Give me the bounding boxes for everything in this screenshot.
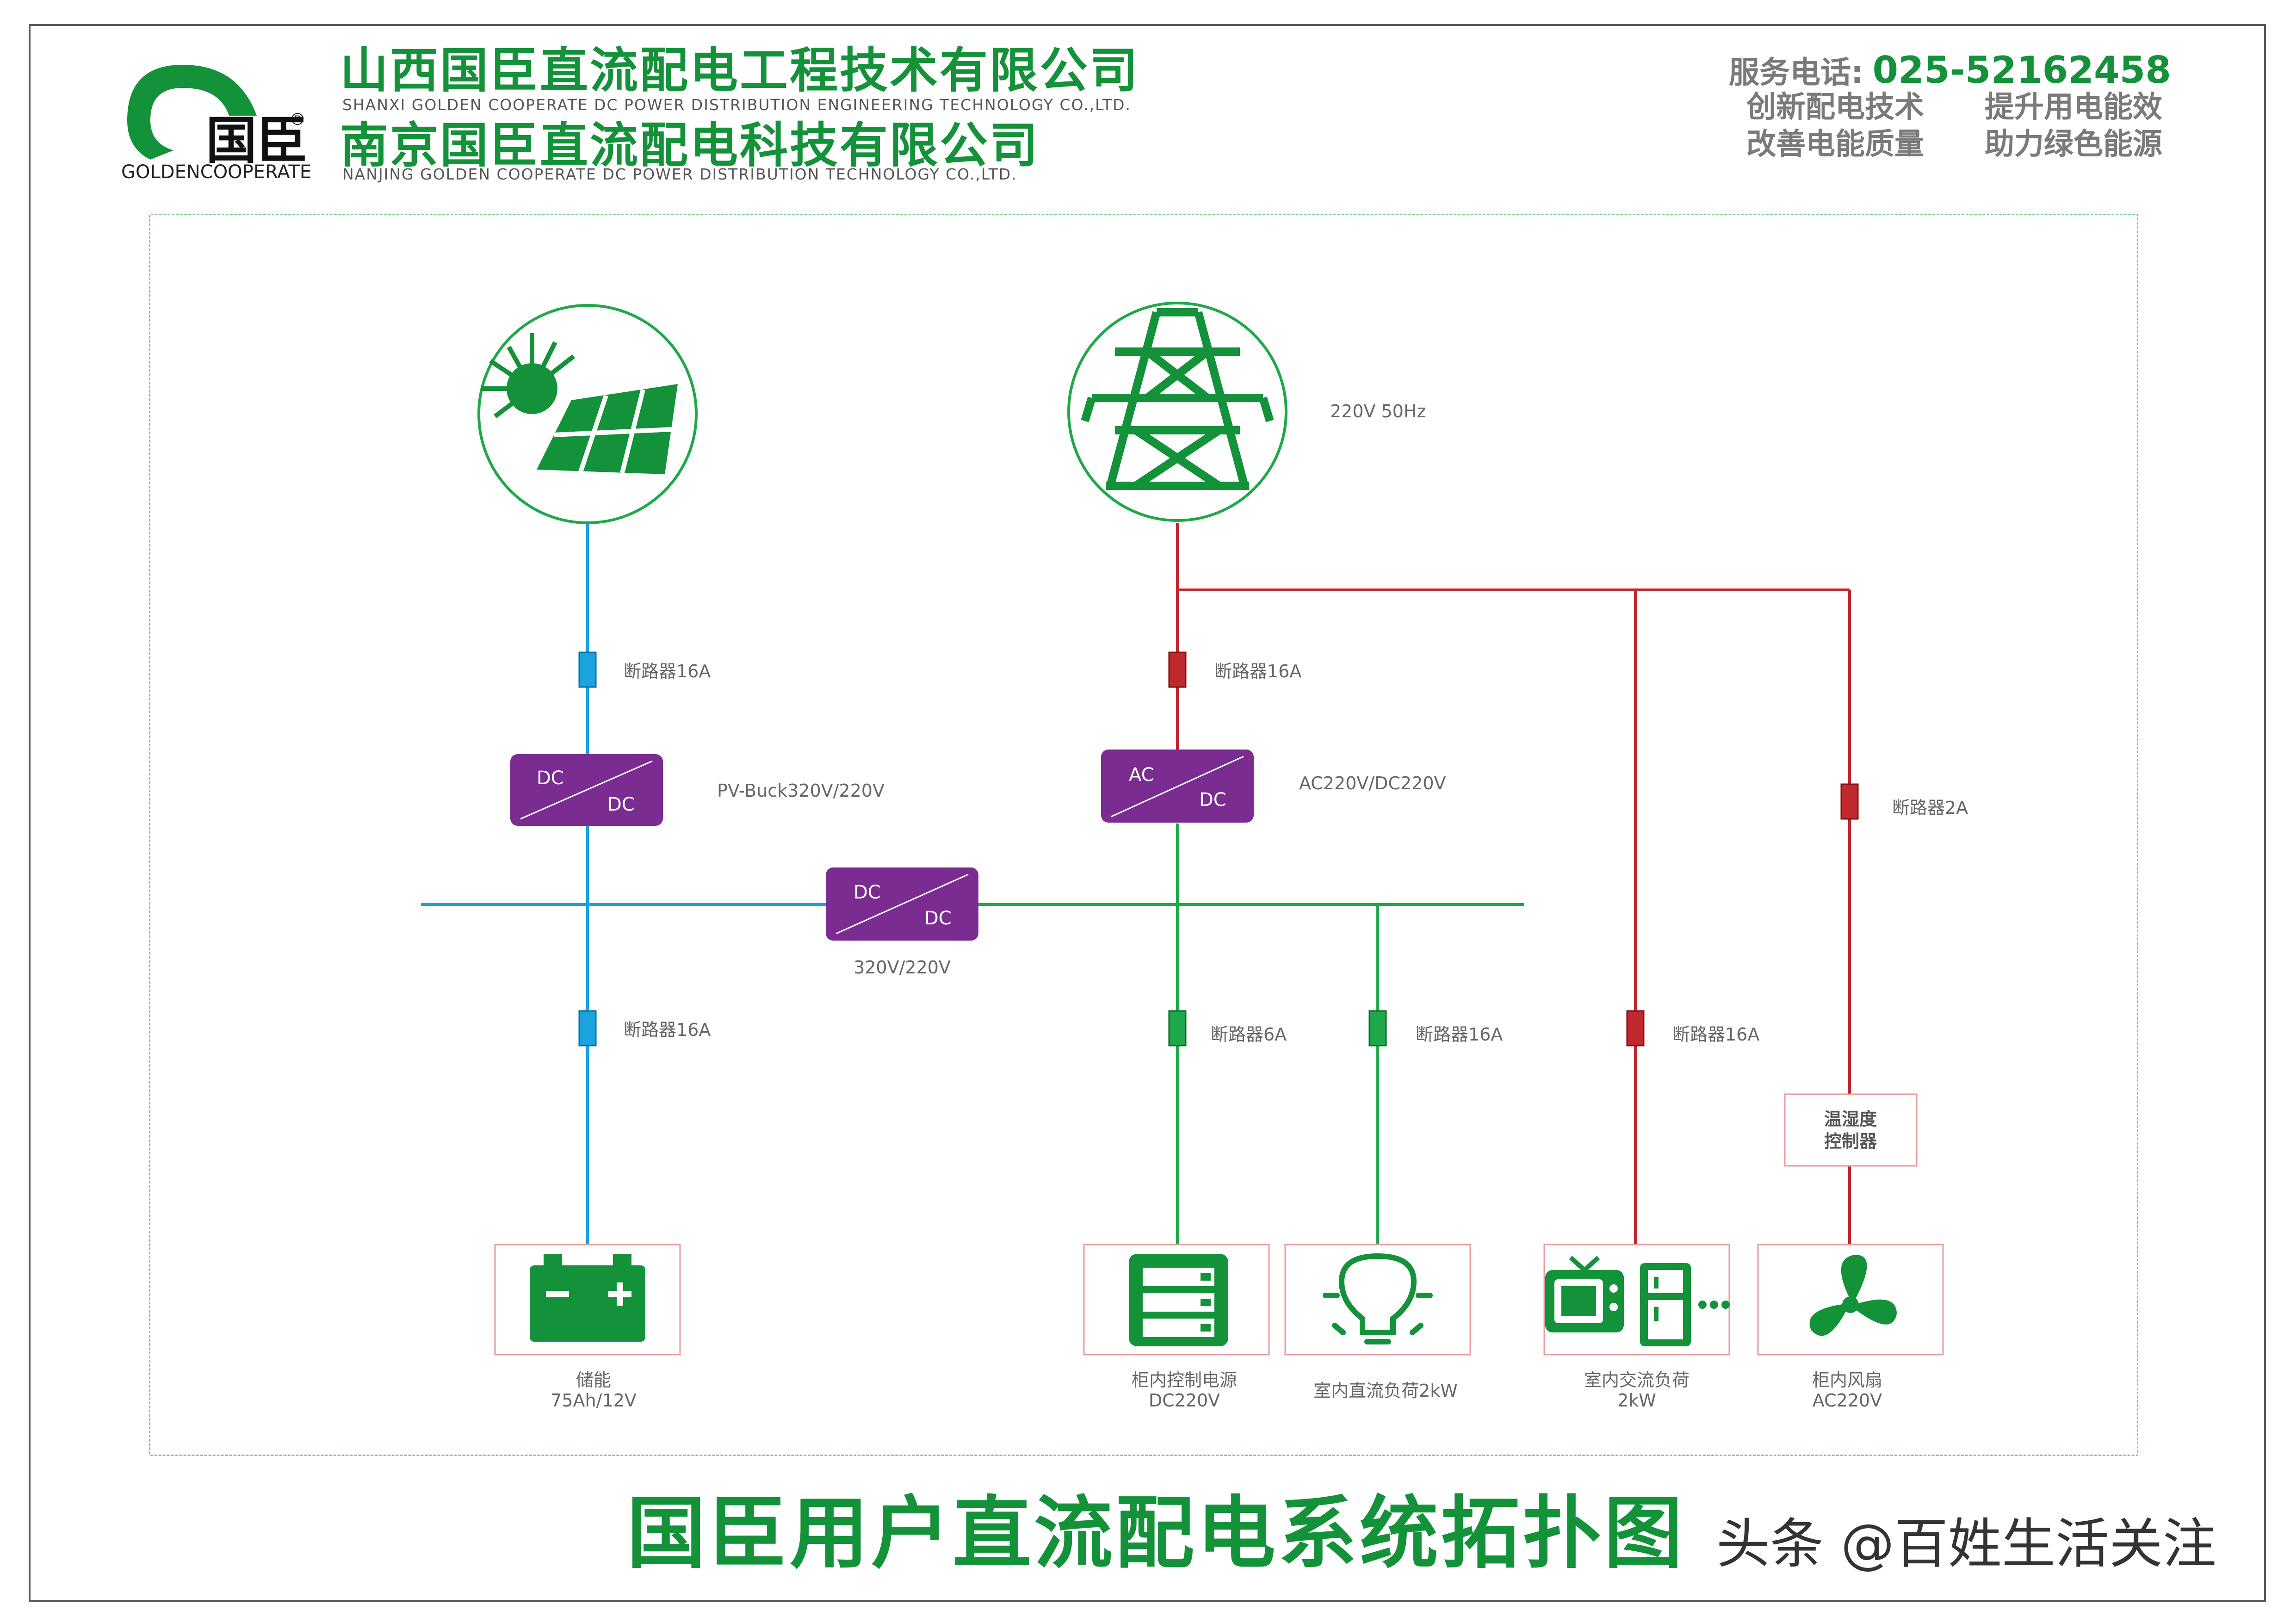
service-hotline: 服务电话: 025-52162458 [1729, 52, 2171, 89]
svg-text:DC: DC [607, 794, 635, 815]
svg-text:DC: DC [924, 908, 952, 929]
battery-label: 储能 75Ah/12V [551, 1370, 637, 1411]
battery-name: 储能 [576, 1370, 611, 1390]
svg-text:温湿度: 温湿度 [1824, 1109, 1877, 1129]
svg-text:®: ® [289, 110, 306, 129]
logo-english: GOLDENCOOPERATE [121, 161, 312, 183]
ac-load-breaker-label: 断路器16A [1672, 1024, 1760, 1045]
ac-load-name: 室内交流负荷 [1584, 1370, 1690, 1390]
fan-spec: AC220V [1812, 1390, 1882, 1411]
fan-label: 柜内风扇 AC220V [1812, 1370, 1882, 1411]
bus-converter-label: 320V/220V [854, 957, 951, 978]
grid-converter: AC DC [1101, 750, 1254, 823]
fan-breaker [1840, 783, 1859, 820]
dc-load-label: 室内直流负荷2kW [1313, 1381, 1458, 1401]
ac-load-label: 室内交流负荷 2kW [1584, 1370, 1690, 1411]
dc-load-breaker-label: 断路器16A [1416, 1024, 1503, 1045]
grid-converter-label: AC220V/DC220V [1299, 773, 1446, 793]
fan-breaker-label: 断路器2A [1892, 798, 1968, 818]
battery-box [494, 1244, 681, 1356]
cabinet-power-breaker [1168, 1010, 1187, 1047]
power-tower-icon [1081, 308, 1274, 490]
cabinet-power-breaker-label: 断路器6A [1211, 1024, 1287, 1045]
fan-name: 柜内风扇 [1812, 1370, 1883, 1390]
more-dots-icon [1698, 1301, 1730, 1309]
svg-text:DC: DC [854, 882, 881, 903]
slogan-4: 助力绿色能源 [1985, 127, 2162, 161]
company-name-en-1: SHANXI GOLDEN COOPERATE DC POWER DISTRIB… [342, 96, 1131, 114]
ac-load-spec: 2kW [1617, 1390, 1656, 1411]
dc-load-name: 室内直流负荷2kW [1313, 1381, 1458, 1401]
pv-breaker-label: 断路器16A [624, 661, 711, 681]
ac-lines [1176, 523, 1851, 1245]
bus-converter: DC DC [826, 867, 978, 941]
cabinet-power-label: 柜内控制电源 DC220V [1132, 1370, 1237, 1411]
slogan-2: 提升用电能效 [1985, 90, 2162, 124]
pv-breaker [578, 651, 597, 688]
solar-panel-icon [481, 333, 685, 481]
company-name-cn-2: 南京国臣直流配电科技有限公司 [340, 117, 1040, 173]
diagram-frame [149, 214, 2138, 1456]
svg-text:控制器: 控制器 [1824, 1131, 1877, 1152]
grid-voltage-label: 220V 50Hz [1330, 401, 1426, 421]
grid-breaker-label: 断路器16A [1214, 661, 1302, 681]
slogan-3: 改善电能质量 [1746, 127, 1924, 161]
grid-source [1067, 302, 1287, 522]
logo-icon: 国臣 ® [127, 65, 308, 164]
svg-text:国臣: 国臣 [206, 111, 308, 164]
page-border [29, 24, 2266, 1602]
page-title: 国臣用户直流配电系统拓扑图 [627, 1488, 1686, 1580]
server-cabinet-icon [1129, 1254, 1228, 1346]
fan-box [1757, 1244, 1944, 1356]
humidity-controller: 温湿度 控制器 [1784, 1093, 1918, 1167]
pv-converter: DC DC [510, 754, 663, 826]
hotline-number: 025-52162458 [1872, 49, 2171, 92]
company-name-en-2: NANJING GOLDEN COOPERATE DC POWER DISTRI… [342, 165, 1017, 183]
battery-breaker-label: 断路器16A [624, 1020, 711, 1040]
slogan-1: 创新配电技术 [1746, 90, 1924, 124]
solar-source [477, 304, 698, 524]
battery-spec: 75Ah/12V [551, 1390, 637, 1411]
svg-text:DC: DC [1199, 789, 1226, 811]
light-bulb-icon [1323, 1253, 1433, 1344]
fridge-icon [1640, 1263, 1691, 1346]
pv-converter-label: PV-Buck320V/220V [717, 781, 885, 801]
pv-dc-lines [421, 523, 828, 1245]
svg-text:DC: DC [537, 768, 564, 789]
watermark: 头条 @百姓生活关注 [1716, 1513, 2216, 1575]
dc-load-box [1284, 1244, 1471, 1356]
battery-breaker [578, 1010, 597, 1047]
dc-load-breaker [1368, 1010, 1387, 1047]
cabinet-power-name: 柜内控制电源 [1131, 1370, 1238, 1390]
battery-icon [530, 1254, 645, 1342]
header: 国臣 ® GOLDENCOOPERATE 山西国臣直流配电工程技术有限公司 SH… [0, 0, 2296, 194]
grid-breaker [1168, 651, 1187, 688]
cabinet-power-box [1083, 1244, 1270, 1356]
fan-icon [1809, 1255, 1897, 1336]
ac-load-breaker [1626, 1010, 1645, 1047]
ac-load-box [1543, 1244, 1730, 1356]
hotline-label: 服务电话: [1729, 55, 1863, 90]
svg-text:AC: AC [1129, 764, 1154, 786]
company-name-cn-1: 山西国臣直流配电工程技术有限公司 [340, 42, 1140, 99]
cabinet-power-spec: DC220V [1148, 1390, 1220, 1411]
tv-icon [1545, 1256, 1624, 1332]
